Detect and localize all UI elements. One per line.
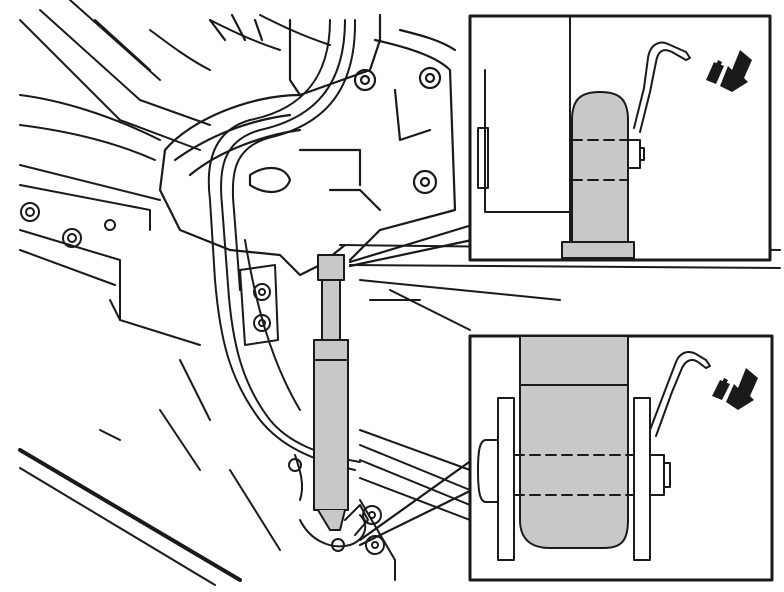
- hairpin-clip-icon: [649, 351, 711, 437]
- strut-end-sleeve-lower: [519, 335, 629, 549]
- strut-body: [313, 339, 349, 511]
- double-arrow-icon: [706, 50, 752, 92]
- cable-harness: [207, 19, 361, 471]
- pin-base-upper: [561, 241, 635, 259]
- side-bracket: [239, 264, 279, 346]
- callout-leaders: [348, 223, 474, 547]
- main-scene: [18, 0, 781, 586]
- inset-upper: [468, 14, 772, 262]
- pin-end-right: [649, 454, 665, 496]
- side-plate-left: [497, 397, 515, 561]
- lower-mount: [288, 454, 396, 581]
- strut-top-end: [317, 254, 345, 281]
- strut-rod: [321, 279, 341, 341]
- floor-rails: [18, 244, 781, 586]
- hinge-bracket: [158, 13, 457, 277]
- side-plate-right: [633, 397, 651, 561]
- gas-strut: [313, 254, 349, 531]
- bolt-left-1: [20, 202, 40, 222]
- screw-left: [104, 219, 116, 231]
- hairpin-clip-icon: [633, 41, 691, 133]
- strut-end-pin-upper: [571, 91, 629, 243]
- double-arrow-icon: [712, 368, 758, 410]
- inset-lower: [468, 334, 774, 582]
- bolt-left-2: [62, 228, 82, 248]
